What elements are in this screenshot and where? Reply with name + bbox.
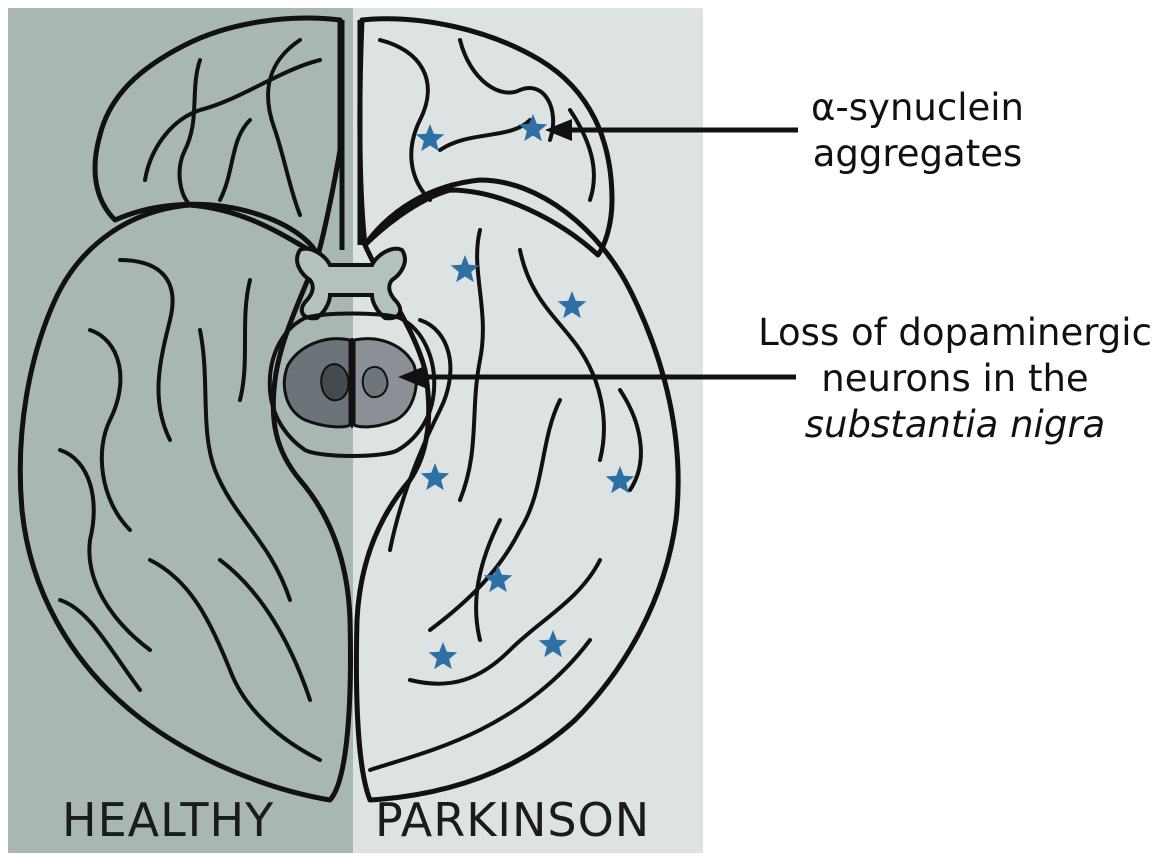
healthy-label: HEALTHY (62, 790, 274, 850)
aggregates-callout-line1: α-synuclein (790, 85, 1045, 131)
parkinson-label: PARKINSON (375, 790, 650, 850)
neurons-callout-line3: substantia nigra (745, 402, 1165, 448)
nigra-core-parkinson (363, 367, 388, 397)
aggregates-callout-line2: aggregates (790, 131, 1045, 177)
neurons-callout-line1: Loss of dopaminergic (745, 310, 1165, 356)
neurons-callout: Loss of dopaminergic neurons in the subs… (745, 310, 1165, 448)
healthy-panel-bg (8, 8, 353, 853)
neurons-callout-line2: neurons in the (745, 356, 1165, 402)
aggregates-callout: α-synuclein aggregates (790, 85, 1045, 177)
nigra-core (321, 364, 348, 400)
